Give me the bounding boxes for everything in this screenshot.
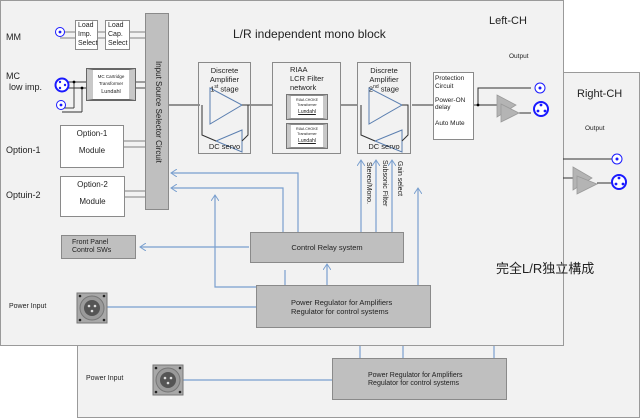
amp2-line3: 2nd stage xyxy=(368,84,400,94)
amp1-line1: Discrete xyxy=(210,66,239,75)
protection-line5: Auto Mute xyxy=(435,120,465,128)
protection-block: Protection Circuit Power-ON delay Auto M… xyxy=(433,72,474,140)
power-regulator-block-left: Power Regulator for Amplifiers Regulator… xyxy=(256,285,431,328)
control-relay-block: Control Relay system xyxy=(250,232,404,263)
amp2-line2: Amplifier xyxy=(369,75,399,84)
option2-module-line1: Option-2 xyxy=(77,180,108,189)
front-panel-line1: Front Panel xyxy=(72,239,109,246)
input-selector-block: Input Source Selector Circuit xyxy=(145,13,169,210)
load-imp-select-block: Load Imp. Select xyxy=(75,20,98,50)
control-signal-stereo-mono: Stereo/Mono. xyxy=(365,162,372,205)
option1-module-line1: Option-1 xyxy=(76,129,108,138)
signal-path xyxy=(169,87,615,184)
amp1-block: Discrete Amplifier 1st stage DC servo xyxy=(198,62,251,154)
protection-line4: delay xyxy=(435,104,451,112)
mc-label-sub: low imp. xyxy=(9,82,43,92)
mm-label: MM xyxy=(6,32,21,42)
load-cap-select-block: Load Cap. Select xyxy=(105,20,130,50)
riaa-line2: LCR Filter xyxy=(290,74,324,83)
power-regulator-line1: Power Regulator for Amplifiers xyxy=(368,372,463,379)
option1-module-line2: Module xyxy=(78,146,106,155)
riaa-choke-line1: RIAA CHOKE xyxy=(296,127,318,131)
output-label-right: Output xyxy=(585,125,605,132)
power-regulator-line1: Power Regulator for Amplifiers xyxy=(291,298,393,307)
input-selector-label: Input Source Selector Circuit xyxy=(154,61,163,163)
control-relay-label: Control Relay system xyxy=(291,243,363,252)
amp1-line3: 1st stage xyxy=(210,84,239,94)
load-cap-line2: Cap. xyxy=(108,30,123,38)
option2-module-line2: Module xyxy=(79,197,106,206)
riaa-block: RIAA LCR Filter network xyxy=(272,62,341,154)
mc-transformer-block: MC Cartridge Transformer Lundahl xyxy=(86,68,136,101)
power-input-label-left: Power Input xyxy=(9,303,47,310)
front-panel-line2: Control SWs xyxy=(72,247,112,255)
riaa-choke-line1: RIAA CHOKE xyxy=(296,98,318,102)
option1-label: Option-1 xyxy=(6,145,41,155)
mm-wiring xyxy=(60,31,146,39)
riaa-choke-line3: Lundahl xyxy=(298,137,316,144)
mc-transformer-line2: Transformer xyxy=(98,80,124,86)
output-label-left: Output xyxy=(509,53,529,60)
power-regulator-line2: Regulator for control systems xyxy=(368,380,460,388)
mc-transformer-line3: Lundahl xyxy=(101,88,121,95)
left-channel-label: Left-CH xyxy=(489,15,527,27)
control-lines xyxy=(107,160,418,308)
mc-transformer-line1: MC Cartridge xyxy=(97,74,125,79)
power-regulator-block-right: Power Regulator for Amplifiers Regulator… xyxy=(332,358,507,400)
jp-caption: 完全L/R独立構成 xyxy=(496,261,595,276)
load-cap-line3: Select xyxy=(108,39,128,47)
right-channel-label: Right-CH xyxy=(577,88,623,100)
amp2-block: Discrete Amplifier 2nd stage DC servo xyxy=(357,62,411,154)
protection-line3: Power-ON xyxy=(435,96,466,104)
right-power-wiring xyxy=(183,346,495,381)
option2-label: Optuin-2 xyxy=(6,190,41,200)
control-signal-subsonic: Subsonic Filter xyxy=(381,160,388,207)
protection-line1: Protection xyxy=(435,75,465,82)
load-cap-line1: Load xyxy=(108,22,124,29)
control-signal-gain: Gain select xyxy=(396,161,403,197)
power-regulator-line2: Regulator for control systems xyxy=(291,307,389,316)
riaa-choke-line2: Transformer xyxy=(297,103,317,108)
amp2-dc-servo: DC servo xyxy=(368,142,400,151)
load-imp-line1: Load xyxy=(78,22,94,29)
riaa-choke-line3: Lundahl xyxy=(298,108,316,115)
power-input-label-right: Power Input xyxy=(86,375,124,382)
output-amp-left xyxy=(496,94,520,123)
riaa-choke-line2: Transformer xyxy=(297,132,317,137)
load-imp-line3: Select xyxy=(78,39,98,47)
riaa-line1: RIAA xyxy=(290,65,308,74)
protection-line2: Circuit xyxy=(435,82,454,90)
mc-label: MC xyxy=(6,71,20,81)
load-imp-line2: Imp. xyxy=(78,30,92,38)
option1-module-block: Option-1 Module xyxy=(60,125,124,168)
riaa-line3: network xyxy=(290,83,317,92)
amp1-line2: Amplifier xyxy=(209,75,240,84)
riaa-choke-block-1: RIAA CHOKE Transformer Lundahl xyxy=(286,94,328,120)
riaa-choke-block-2: RIAA CHOKE Transformer Lundahl xyxy=(286,123,328,149)
option2-module-block: Option-2 Module xyxy=(60,176,125,217)
diagram-title: L/R independent mono block xyxy=(233,27,386,41)
amp2-line1: Discrete xyxy=(370,66,398,75)
output-amp-right xyxy=(572,166,598,195)
amp1-dc-servo: DC servo xyxy=(208,142,241,151)
front-panel-block: Front Panel Control SWs xyxy=(61,235,136,259)
